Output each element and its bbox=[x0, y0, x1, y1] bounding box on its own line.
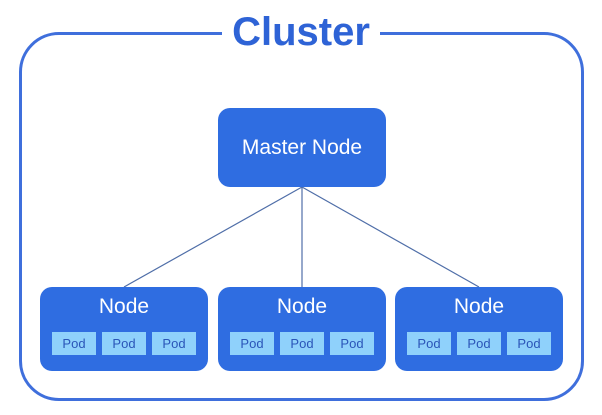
pod-box: Pod bbox=[102, 332, 146, 355]
master-node-label: Master Node bbox=[241, 136, 363, 159]
cluster-title: Cluster bbox=[222, 6, 380, 58]
pod-box: Pod bbox=[152, 332, 196, 355]
pod-box: Pod bbox=[507, 332, 551, 355]
node-label: Node bbox=[453, 295, 505, 318]
pod-box: Pod bbox=[52, 332, 96, 355]
pod-box: Pod bbox=[230, 332, 274, 355]
connector-line bbox=[123, 186, 303, 288]
worker-node-box: Node Pod Pod Pod bbox=[218, 287, 386, 371]
worker-node-box: Node Pod Pod Pod bbox=[395, 287, 563, 371]
pod-box: Pod bbox=[407, 332, 451, 355]
worker-node-box: Node Pod Pod Pod bbox=[40, 287, 208, 371]
pod-group: Pod Pod Pod bbox=[52, 332, 196, 355]
pod-group: Pod Pod Pod bbox=[407, 332, 551, 355]
connector-line bbox=[301, 186, 480, 288]
pod-box: Pod bbox=[330, 332, 374, 355]
node-label: Node bbox=[276, 295, 328, 318]
pod-box: Pod bbox=[457, 332, 501, 355]
node-label: Node bbox=[98, 295, 150, 318]
pod-box: Pod bbox=[280, 332, 324, 355]
master-node-box: Master Node bbox=[218, 108, 386, 187]
pod-group: Pod Pod Pod bbox=[230, 332, 374, 355]
